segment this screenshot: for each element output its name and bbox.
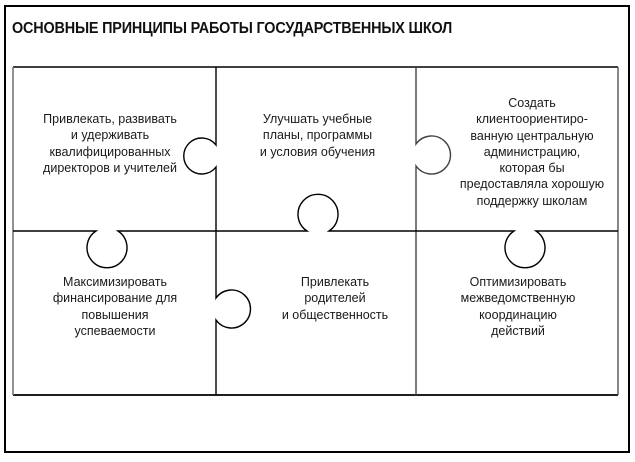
piece-text-4: Максимизировать финансирование для повыш… xyxy=(52,275,178,338)
piece-text-3: Создать клиентоориентиро- ванную централ… xyxy=(459,96,605,208)
piece-text-1: Привлекать, развивать и удерживать квали… xyxy=(43,112,177,175)
piece-text-6: Оптимизировать межведомственную координа… xyxy=(460,275,576,338)
diagram-title: ОСНОВНЫЕ ПРИНЦИПЫ РАБОТЫ ГОСУДАРСТВЕННЫХ… xyxy=(12,20,453,37)
piece-text-2: Улучшать учебные планы, программы и усло… xyxy=(259,112,376,159)
outer-frame xyxy=(4,5,630,453)
piece-text-5: Привлекать родителей и общественность xyxy=(281,275,389,322)
divider-horizontal xyxy=(13,193,618,269)
divider-vertical-1 xyxy=(183,67,252,395)
divider-vertical-2 xyxy=(415,67,452,395)
